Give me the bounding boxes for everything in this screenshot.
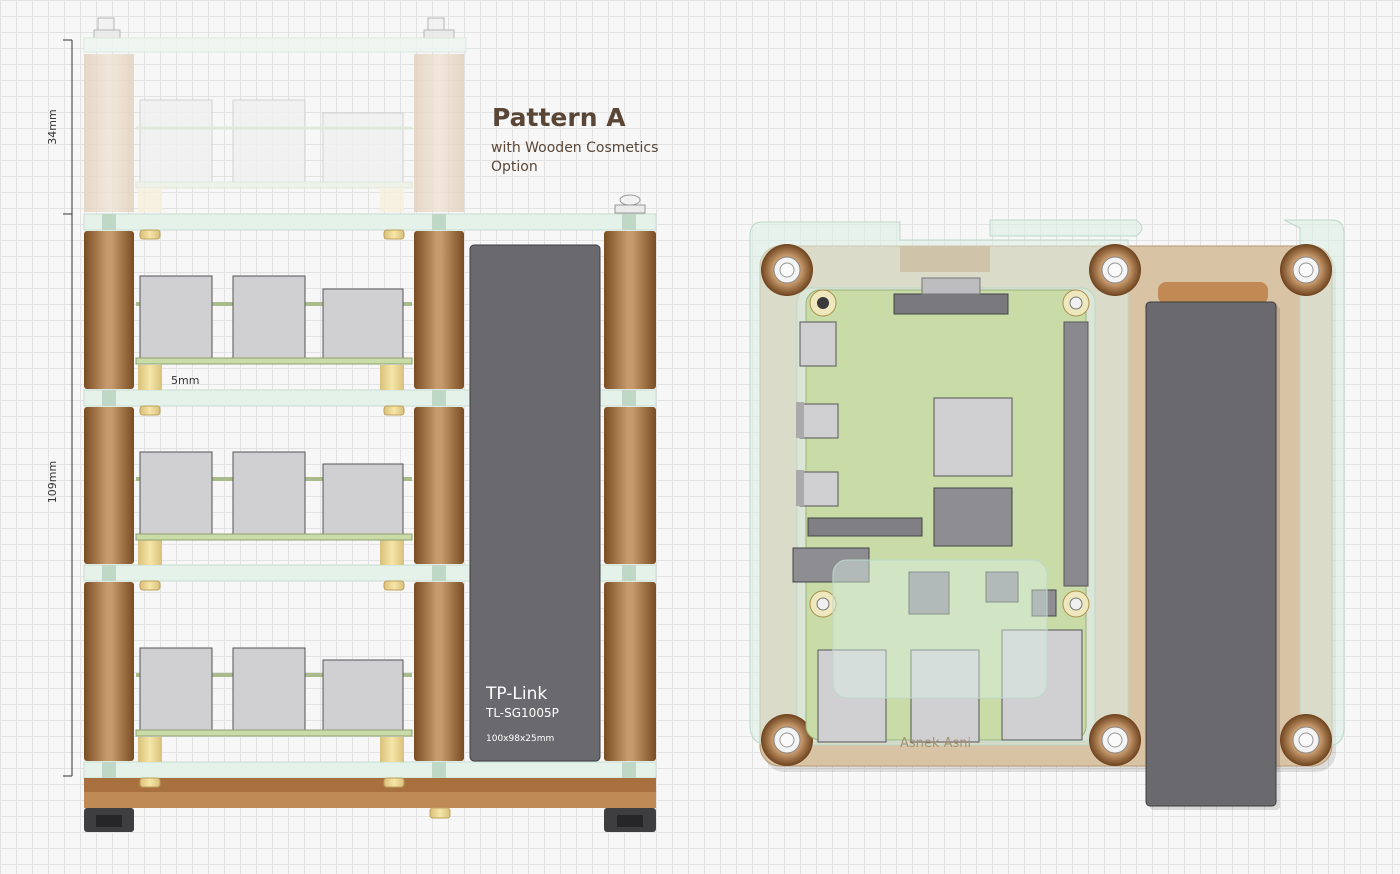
mounting-holes bbox=[761, 244, 1332, 766]
network-switch: TP-Link TL-SG1005P 100x98x25mm bbox=[469, 244, 601, 762]
switch-size: 100x98x25mm bbox=[486, 734, 554, 744]
page-subtitle-line-1: with Wooden Cosmetics bbox=[491, 140, 658, 156]
dimension-line: 34mm 109mm bbox=[46, 39, 73, 777]
pi-board-tier-3 bbox=[135, 647, 413, 737]
page-subtitle-line-2: Option bbox=[491, 159, 538, 175]
page-title: Pattern A bbox=[492, 103, 626, 132]
top-view: Asnek Asni bbox=[749, 219, 1345, 810]
switch-model: TL-SG1005P bbox=[485, 706, 559, 720]
engraving-text: Asnek Asni bbox=[900, 736, 971, 751]
pi-board-top bbox=[792, 277, 1090, 743]
pi-board-tier-2 bbox=[135, 451, 413, 541]
switch-brand: TP-Link bbox=[485, 684, 547, 704]
optional-top-tier bbox=[83, 17, 646, 214]
pi-board-tier-1: 5mm bbox=[135, 275, 413, 387]
heading: Pattern A with Wooden Cosmetics Option bbox=[491, 103, 658, 175]
network-switch-top bbox=[1145, 301, 1280, 810]
brass-standoffs bbox=[138, 229, 405, 788]
wood-base bbox=[84, 778, 656, 832]
wood-columns bbox=[84, 214, 656, 778]
dim-label-34mm: 34mm bbox=[46, 109, 59, 144]
side-view: 34mm 109mm bbox=[46, 17, 658, 832]
dim-label-5mm: 5mm bbox=[171, 374, 199, 387]
dim-label-109mm: 109mm bbox=[46, 461, 59, 503]
